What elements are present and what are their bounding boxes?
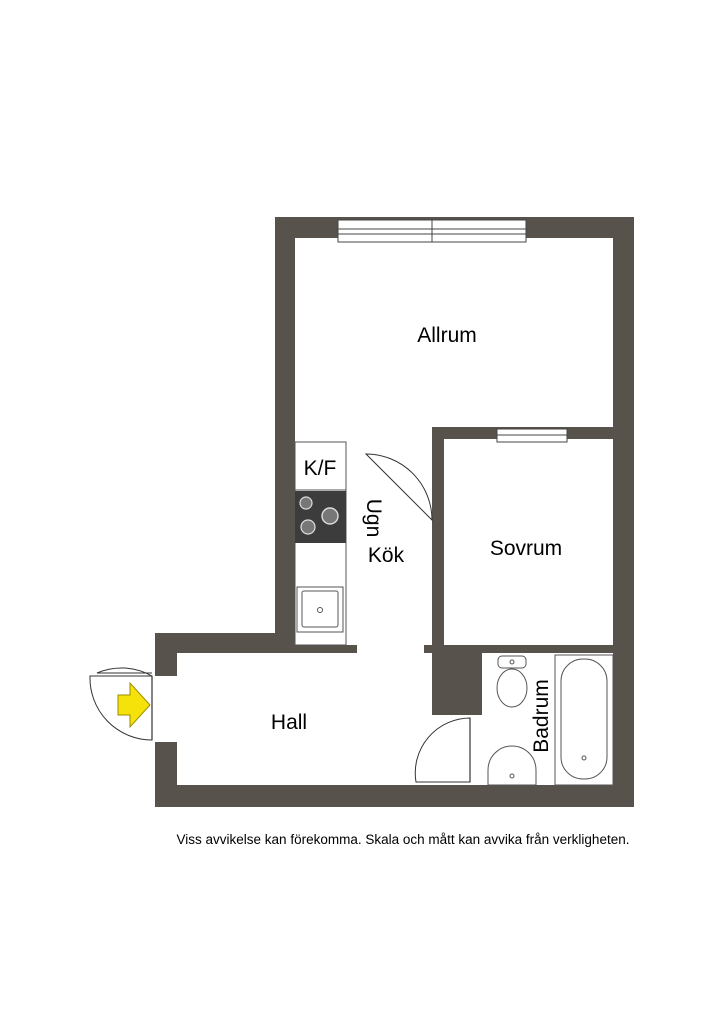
room-label-kok: Kök xyxy=(368,544,405,567)
room-label-badrum: Badrum xyxy=(530,679,553,753)
stove-icon xyxy=(295,491,346,543)
entry-arrow-icon xyxy=(117,681,151,729)
room-label-sovrum: Sovrum xyxy=(490,537,562,560)
room-label-allrum: Allrum xyxy=(417,324,477,347)
room-label-hall: Hall xyxy=(271,711,307,734)
toilet-icon xyxy=(496,655,528,708)
door-hall-badrum[interactable] xyxy=(414,715,482,785)
fixture-label-kf: K/F xyxy=(304,457,337,480)
disclaimer-text: Viss avvikelse kan förekomma. Skala och … xyxy=(176,832,630,847)
window-sovrum xyxy=(496,428,568,443)
interior-walls xyxy=(295,427,613,785)
fixture-label-ugn: Ugn xyxy=(362,499,385,538)
kitchen-sink-icon xyxy=(296,586,344,633)
door-kok-allrum[interactable] xyxy=(364,453,433,522)
bathtub-icon xyxy=(554,654,614,786)
washbasin-icon xyxy=(487,745,537,786)
window-allrum xyxy=(337,219,527,243)
